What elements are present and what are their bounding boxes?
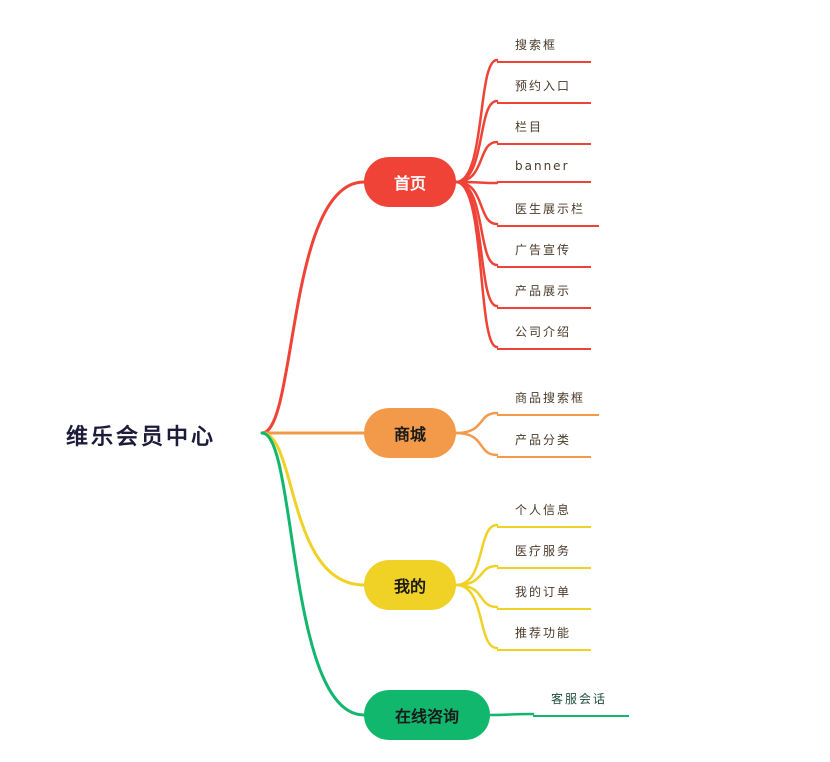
subtopic-node[interactable]: 预约入口 [497,77,591,104]
leaf-connector [454,180,499,308]
branch-connector [260,431,366,717]
subtopic-node[interactable]: 搜索框 [497,36,591,63]
leaf-connector [454,58,499,184]
leaf-connector [454,583,499,650]
leaf-connector [454,99,499,184]
leaf-connector [488,712,535,717]
topic-node[interactable]: 我的 [364,560,456,610]
leaf-connector [454,180,499,349]
subtopic-node[interactable]: 栏目 [497,118,591,145]
subtopic-node[interactable]: 医疗服务 [497,542,591,569]
branch-connector [260,431,366,587]
leaf-connector [454,411,499,435]
leaf-connector [454,431,499,457]
topic-node[interactable]: 在线咨询 [364,690,490,740]
subtopic-node[interactable]: 公司介绍 [497,323,591,350]
leaf-connector [454,523,499,587]
subtopic-node[interactable]: 医生展示栏 [497,200,600,227]
subtopic-node[interactable]: 我的订单 [497,583,591,610]
subtopic-node[interactable]: 产品展示 [497,282,591,309]
subtopic-node[interactable]: 商品搜索框 [497,389,600,416]
subtopic-node[interactable]: banner [497,159,591,183]
subtopic-node[interactable]: 个人信息 [497,501,591,528]
subtopic-node[interactable]: 产品分类 [497,431,591,458]
subtopic-node[interactable]: 客服会话 [533,690,629,717]
root-topic[interactable]: 维乐会员中心 [66,425,217,450]
topic-node[interactable]: 商城 [364,408,456,458]
branch-connector [260,180,366,435]
subtopic-node[interactable]: 推荐功能 [497,624,591,651]
subtopic-node[interactable]: 广告宣传 [497,241,591,268]
topic-node[interactable]: 首页 [364,157,456,207]
